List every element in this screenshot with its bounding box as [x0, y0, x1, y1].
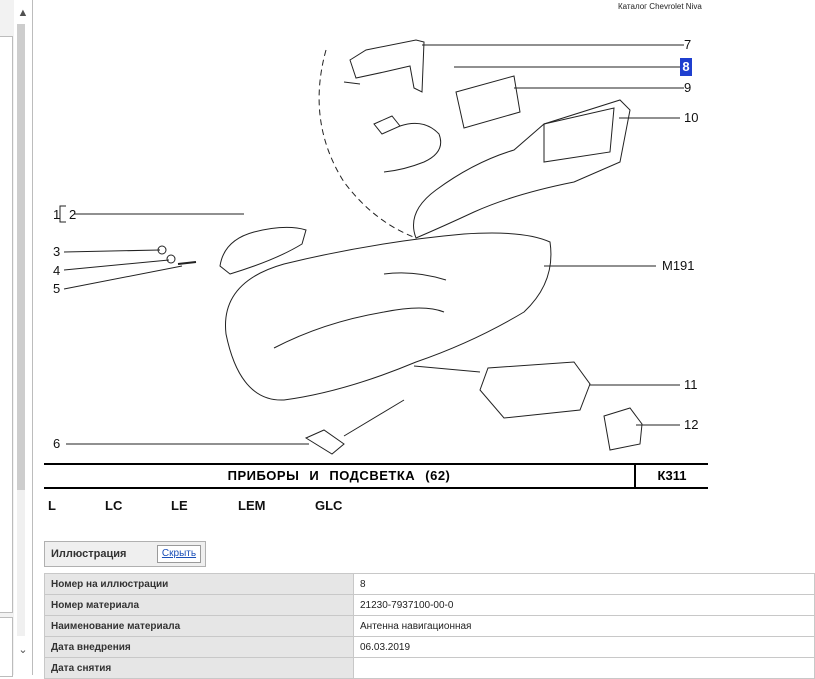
detail-label: Дата внедрения [44, 636, 354, 658]
left-panel-frame [0, 36, 13, 613]
detail-label: Номер материала [44, 594, 354, 616]
illustration-label: Иллюстрация [51, 548, 127, 560]
callout-6[interactable]: 6 [53, 436, 61, 451]
detail-value: 21230-7937100-00-0 [353, 594, 815, 616]
callout-10[interactable]: 10 [684, 110, 699, 125]
scroll-down-icon[interactable]: ⌄ [18, 644, 28, 656]
callout-9[interactable]: 9 [684, 80, 692, 95]
detail-value: 06.03.2019 [353, 636, 815, 658]
scroll-up-icon[interactable]: ▲ [17, 7, 29, 19]
callout-11[interactable]: 11 [684, 377, 698, 392]
part-dashboard [224, 232, 552, 401]
part-visor [349, 39, 425, 93]
part-instrument-cluster [219, 226, 307, 275]
title-divider [634, 465, 636, 487]
hide-illustration-link[interactable]: Скрыть [157, 545, 201, 563]
callout-3[interactable]: 3 [53, 244, 61, 259]
left-panel-footer-frame [0, 617, 13, 677]
callout-2[interactable]: 2 [69, 207, 77, 222]
illustration-toggle-panel: Иллюстрация Скрыть [44, 541, 206, 567]
part-antenna [373, 115, 401, 135]
catalog-title: Каталог Chevrolet Niva [618, 2, 702, 11]
detail-label: Номер на иллюстрации [44, 573, 354, 595]
part-washer [166, 254, 176, 264]
illustration-drawing [59, 39, 684, 455]
part-switch-block [603, 407, 643, 451]
callout-1[interactable]: 1 [53, 207, 61, 222]
bracket-1-2 [59, 205, 66, 223]
leader-line-5 [63, 265, 183, 290]
part-nav-screen [455, 75, 521, 129]
detail-label: Наименование материала [44, 615, 354, 637]
leader-line-3 [63, 249, 161, 253]
section-code: К311 [657, 468, 687, 483]
scrollbar-thumb[interactable] [17, 24, 25, 490]
section-title: ПРИБОРЫ И ПОДСВЕТКА (62) [227, 468, 451, 483]
callout-4[interactable]: 4 [53, 263, 61, 278]
detail-value [353, 657, 815, 679]
table-row: Номер материала 21230-7937100-00-0 [44, 594, 815, 616]
left-panel-edge [0, 0, 15, 677]
detail-value: 8 [353, 573, 815, 595]
callout-5[interactable]: 5 [53, 281, 61, 296]
callout-7[interactable]: 7 [684, 37, 692, 52]
part-nut [157, 245, 167, 255]
callout-8-selected[interactable]: 8 [680, 58, 692, 76]
dashed-boundary [318, 49, 417, 239]
variant-le: LE [171, 498, 188, 513]
part-radio [479, 361, 591, 419]
table-row: Дата внедрения 06.03.2019 [44, 636, 815, 658]
table-row: Наименование материала Антенна навигацио… [44, 615, 815, 637]
part-screw [177, 261, 197, 265]
variant-glc: GLC [315, 498, 343, 513]
detail-label: Дата снятия [44, 657, 354, 679]
callout-m191[interactable]: M191 [662, 258, 695, 273]
variant-lem: LEM [238, 498, 266, 513]
callout-12[interactable]: 12 [684, 417, 699, 432]
variant-lc: LC [105, 498, 123, 513]
detail-value: Антенна навигационная [353, 615, 815, 637]
table-row: Номер на иллюстрации 8 [44, 573, 815, 595]
table-row: Дата снятия [44, 657, 815, 679]
part-cigarette-lighter [304, 429, 345, 455]
section-title-bar: ПРИБОРЫ И ПОДСВЕТКА (62) К311 [44, 463, 708, 489]
leader-line-4 [63, 259, 170, 271]
variant-l: L [48, 498, 56, 513]
part-details-table: Номер на иллюстрации 8 Номер материала 2… [44, 573, 815, 679]
parts-illustration: 7 8 9 10 1 2 3 4 5 M191 11 12 6 [44, 12, 714, 462]
part-console-frame [413, 99, 631, 239]
